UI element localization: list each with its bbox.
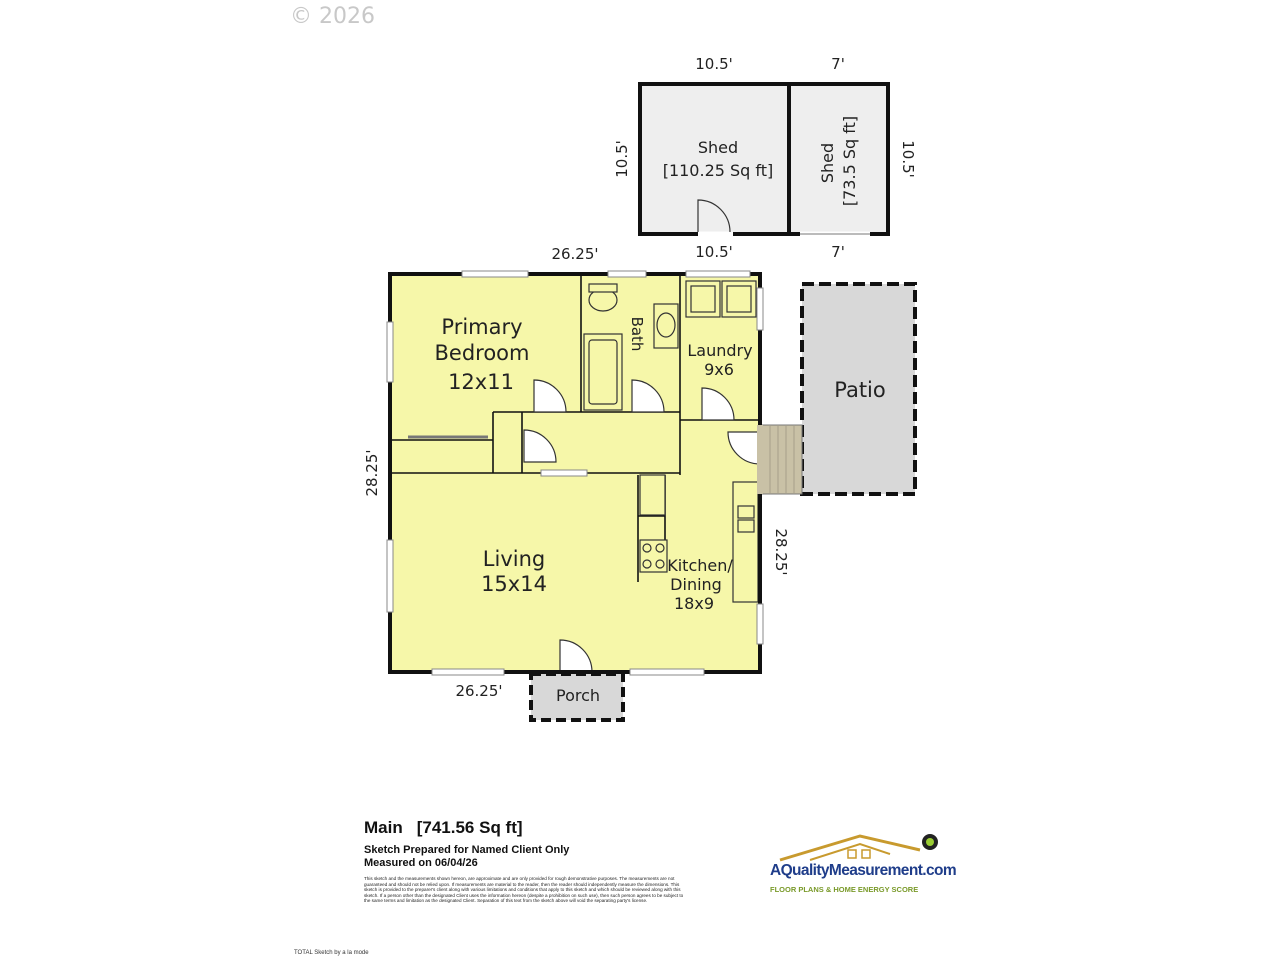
- kitchen-counter: [732, 481, 759, 603]
- patio-step: [761, 424, 803, 495]
- kitchen-label-1: Kitchen/: [667, 556, 733, 575]
- door-swings: [523, 379, 761, 673]
- laundry-fixtures: [685, 280, 757, 318]
- sheds-outline: [638, 82, 890, 236]
- door-icon: [523, 429, 557, 463]
- primary-bedroom-label-2: Bedroom: [435, 341, 530, 365]
- house-roof-logo-icon: [779, 834, 938, 862]
- kitchen-size: 18x9: [674, 594, 714, 613]
- dim-main-left: 28.25': [363, 449, 381, 496]
- porch-label: Porch: [556, 686, 600, 705]
- dim-shed2-top: 7': [831, 55, 845, 73]
- stove-burner: [655, 559, 665, 569]
- dim-shed2-bottom: 7': [831, 243, 845, 261]
- laundry-label: Laundry: [687, 341, 752, 360]
- sketch-area: [741.56 Sq ft]: [416, 818, 523, 837]
- kitchen-fixtures: [639, 474, 759, 603]
- shed2-area: [73.5 Sq ft]: [840, 116, 859, 206]
- living-size: 15x14: [481, 572, 547, 596]
- porch-area: [529, 672, 625, 722]
- patio-area: [800, 282, 917, 496]
- stove-burner: [642, 559, 652, 569]
- patio-step-lines: [769, 426, 795, 493]
- sketch-info: Main [741.56 Sq ft] Sketch Prepared for N…: [364, 818, 694, 904]
- sink-bowl-1: [737, 505, 755, 519]
- primary-bedroom-size: 12x11: [448, 370, 514, 394]
- bathtub-inner: [588, 339, 618, 405]
- logo-tagline: FLOOR PLANS & HOME ENERGY SCORE: [770, 885, 919, 894]
- shed1-door-icon: [697, 199, 731, 233]
- stove-burner: [642, 543, 652, 553]
- disclaimer-text: This sketch and the measurements shown h…: [364, 876, 684, 904]
- stove-burner: [655, 543, 665, 553]
- logo-name: AQualityMeasurement.com: [770, 862, 957, 879]
- door-icon: [533, 379, 567, 413]
- front-door-icon: [559, 639, 593, 673]
- company-logo: AQualityMeasurement.com FLOOR PLANS & HO…: [770, 832, 957, 902]
- bath-label: Bath: [628, 317, 646, 352]
- dim-main-right: 28.25': [772, 528, 790, 575]
- patio-label: Patio: [834, 378, 886, 402]
- sketch-title: Main: [364, 818, 403, 837]
- shed1-label: Shed: [698, 138, 738, 157]
- dim-shed1-left: 10.5': [613, 140, 631, 178]
- washer-inner: [690, 285, 716, 313]
- windows: [386, 270, 764, 676]
- shed2-label: Shed: [818, 143, 837, 183]
- door-icon: [701, 387, 735, 421]
- dim-shed1-bottom: 10.5': [695, 243, 733, 261]
- dim-main-top: 26.25': [551, 245, 598, 263]
- living-label: Living: [483, 547, 545, 571]
- sketch-title-row: Main [741.56 Sq ft]: [364, 818, 694, 838]
- dim-main-bottom: 26.25': [455, 682, 502, 700]
- dim-shed1-top: 10.5': [695, 55, 733, 73]
- sketch-date-line: Measured on 06/04/26: [364, 857, 478, 869]
- primary-bedroom-label-1: Primary: [441, 315, 522, 339]
- laundry-size: 9x6: [704, 360, 734, 379]
- kitchen-label-2: Dining: [670, 575, 722, 594]
- dim-shed2-right: 10.5': [899, 140, 917, 178]
- shed-group: [638, 82, 890, 237]
- bath-fixtures: [583, 283, 679, 411]
- shed1-area: [110.25 Sq ft]: [663, 161, 774, 180]
- fridge: [639, 474, 666, 516]
- toilet-tank: [588, 283, 618, 293]
- door-icon: [631, 379, 665, 413]
- footer-credit: TOTAL Sketch by a la mode: [294, 950, 369, 956]
- sink-bowl-2: [737, 519, 755, 533]
- sink: [656, 312, 676, 338]
- copyright-watermark: © 2026: [290, 4, 375, 29]
- sketch-client-line: Sketch Prepared for Named Client Only: [364, 844, 570, 856]
- dryer-inner: [726, 285, 752, 313]
